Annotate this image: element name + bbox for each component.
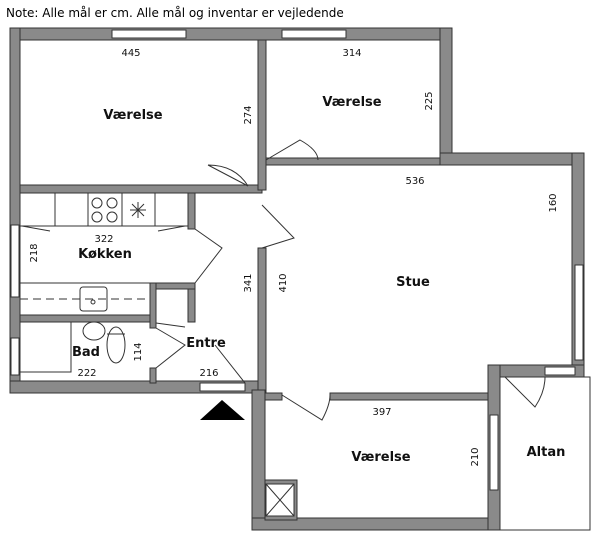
bedroom2-width: 314 xyxy=(342,48,361,59)
living-width: 536 xyxy=(405,176,424,187)
kitchen-width: 322 xyxy=(94,234,113,245)
bedroom1-label: Værelse xyxy=(103,108,162,123)
hall-label: Entre xyxy=(186,336,226,351)
bedroom2-depth: 225 xyxy=(424,91,435,110)
kitchen-label: Køkken xyxy=(78,247,132,262)
balcony-label: Altan xyxy=(527,445,566,460)
windows xyxy=(10,29,584,491)
bath-depth: 114 xyxy=(133,342,144,361)
hall-width: 216 xyxy=(199,368,218,379)
bedroom3-label: Værelse xyxy=(351,450,410,465)
bedroom3-width: 397 xyxy=(372,407,391,418)
living-depth2: 410 xyxy=(278,273,289,292)
living-depth1: 160 xyxy=(548,193,559,212)
bath-label: Bad xyxy=(72,345,100,360)
bath-width: 222 xyxy=(77,368,96,379)
bath-fixtures xyxy=(20,321,186,373)
living-label: Stue xyxy=(396,275,430,290)
doors xyxy=(155,139,546,421)
bedroom1-width: 445 xyxy=(121,48,140,59)
bedroom2-label: Værelse xyxy=(322,95,381,110)
shaft xyxy=(265,483,295,517)
bedroom1-depth: 274 xyxy=(243,105,254,124)
kitchen-depth: 218 xyxy=(29,243,40,262)
entrance-arrow-icon xyxy=(200,400,245,420)
hall-depth: 341 xyxy=(243,273,254,292)
kitchen-counter xyxy=(19,192,189,316)
floor-plan-note: Note: Alle mål er cm. Alle mål og invent… xyxy=(6,6,344,20)
bedroom3-depth: 210 xyxy=(470,447,481,466)
